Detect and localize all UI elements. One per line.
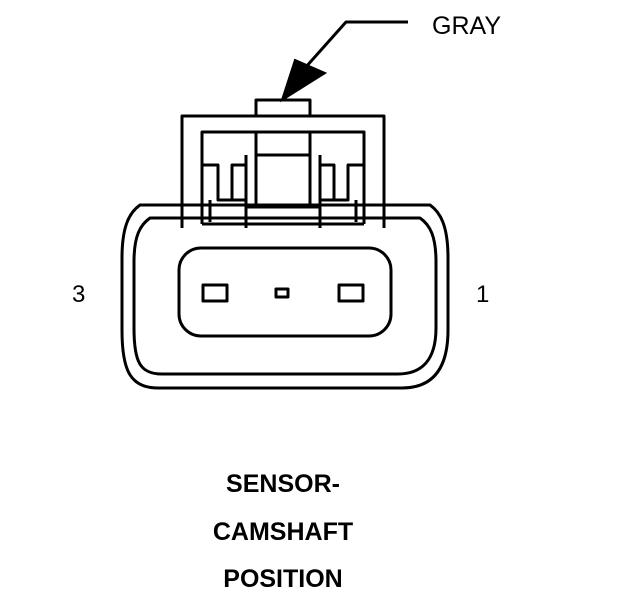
pin-number-left: 3 xyxy=(72,281,86,308)
connector-inner-body xyxy=(132,216,438,376)
title-line-2: CAMSHAFT xyxy=(212,518,354,546)
pin-cavity-3 xyxy=(201,283,229,303)
pin-cavity-1 xyxy=(337,283,365,303)
lock-tab-frame xyxy=(200,130,366,224)
title-line-3: POSITION xyxy=(223,565,343,593)
leader-arrowhead xyxy=(280,58,328,103)
latch-body xyxy=(254,153,312,209)
wire-color-label: GRAY xyxy=(432,12,501,40)
title-line-1: SENSOR- xyxy=(226,470,340,498)
right-detent xyxy=(320,163,364,202)
terminal-face xyxy=(177,246,393,338)
connector-outer-body xyxy=(120,203,450,390)
latch-top xyxy=(254,98,312,118)
color-leader-line xyxy=(303,20,408,69)
pin-cavity-2 xyxy=(274,287,290,299)
left-detent xyxy=(202,163,246,202)
pin-number-right: 1 xyxy=(476,281,490,308)
